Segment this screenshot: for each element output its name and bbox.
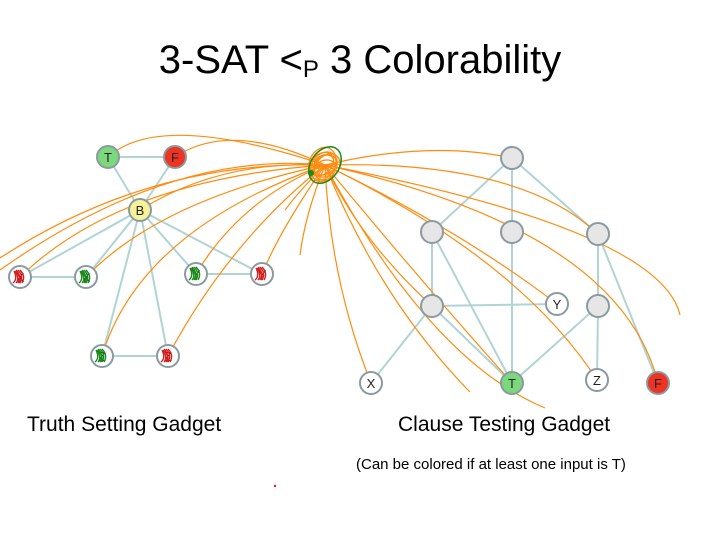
ink-hub-dot xyxy=(308,170,314,176)
ink-hub-scribble xyxy=(313,154,337,176)
ink-curve xyxy=(167,164,326,357)
ink-node-scribble xyxy=(257,266,267,281)
graph-edge-c_ll-c_y xyxy=(431,303,558,307)
title-main: 3-SAT < xyxy=(158,38,303,82)
ink-node-scribbles xyxy=(12,266,267,363)
graph-edge-b-zbar xyxy=(139,209,169,357)
graph-node-c_rr xyxy=(586,294,610,318)
ink-node-scribble xyxy=(191,266,201,281)
ink-curve xyxy=(0,164,326,259)
graph-node-c_f: F xyxy=(646,371,670,395)
ink-curve xyxy=(324,164,598,381)
ink-hub-scribble xyxy=(313,159,336,178)
graph-node-b: B xyxy=(128,198,152,222)
ink-node-scribble xyxy=(15,269,25,284)
graph-edge-b-ybar xyxy=(139,209,263,275)
graph-edge-c_ll-c_x xyxy=(370,305,433,384)
graph-node-c_y: Y xyxy=(545,292,569,316)
graph-edge-c_l-c_t xyxy=(431,231,513,384)
ink-curve xyxy=(85,164,326,278)
truth-gadget-caption: Truth Setting Gadget xyxy=(27,413,222,436)
graph-node-circle xyxy=(163,145,187,169)
ink-curve xyxy=(0,162,326,271)
ink-curve xyxy=(324,164,513,384)
graph-edge-c_r-c_f xyxy=(597,233,659,384)
graph-edge-b-xbar xyxy=(85,209,141,278)
title-subscript: P xyxy=(302,56,319,83)
graph-node-circle xyxy=(96,145,120,169)
ink-hub-circle xyxy=(308,146,342,184)
ink-node-scribble xyxy=(14,269,23,284)
ink-node-scribble xyxy=(163,348,173,363)
graph-node-circle xyxy=(646,371,670,395)
graph-node-label: Y xyxy=(553,297,562,312)
graph-node-t: T xyxy=(96,145,120,169)
graph-edge-c_top-c_l xyxy=(431,157,513,233)
ink-node-scribble xyxy=(81,269,91,284)
graph-edge-b-y xyxy=(139,209,197,275)
ink-curve xyxy=(101,164,326,357)
graph-node-label: T xyxy=(508,376,516,391)
graph-edge-b-z xyxy=(101,209,141,357)
graph-node-circle xyxy=(420,294,444,318)
graph-node-label: B xyxy=(136,203,145,218)
ink-node-scribble xyxy=(97,348,107,363)
ink-node-scribble xyxy=(256,266,265,281)
ink-curve xyxy=(324,164,599,235)
ink-node-scribble xyxy=(190,266,199,281)
ink-curve xyxy=(324,164,471,393)
clause-gadget-caption: Clause Testing Gadget xyxy=(398,413,611,436)
ink-stray-dot xyxy=(273,484,277,488)
graph-node-circle xyxy=(500,371,524,395)
ink-curve xyxy=(195,164,326,275)
ink-hub-scribble xyxy=(313,154,335,171)
ink-curve xyxy=(324,164,433,307)
graph-node-circle xyxy=(545,292,569,316)
ink-curve xyxy=(324,164,659,384)
graph-node-circle xyxy=(420,220,444,244)
graph-node-c_m xyxy=(500,220,524,244)
graph-node-label: F xyxy=(171,150,179,165)
graph-edge-b-x xyxy=(19,209,141,278)
graph-node-label: Z xyxy=(593,373,601,388)
title-tail: 3 Colorability xyxy=(318,38,562,82)
ink-curve xyxy=(324,164,558,305)
ink-curve xyxy=(324,164,681,316)
graph-edge-c_rr-c_z xyxy=(596,305,599,381)
clause-gadget-note: (Can be colored if at least one input is… xyxy=(356,456,626,473)
graph-node-c_z: Z xyxy=(585,368,609,392)
ink-curve xyxy=(324,149,513,166)
ink-node-scribble xyxy=(162,348,171,363)
ink-curve xyxy=(174,139,326,166)
graph-node-circle xyxy=(500,220,524,244)
graph-edge-c_rr-c_t xyxy=(511,305,599,384)
graph-node-c_ll xyxy=(420,294,444,318)
ink-curve xyxy=(261,164,326,275)
slide-title: 3-SAT <P 3 Colorability xyxy=(0,38,720,83)
graph-node-f: F xyxy=(163,145,187,169)
graph-node-c_x: X xyxy=(359,371,383,395)
graph-node-circle xyxy=(586,294,610,318)
graph-node-label: X xyxy=(367,376,376,391)
graph-node-circle xyxy=(128,198,152,222)
graph-edges xyxy=(19,156,659,384)
graph-node-c_r xyxy=(586,222,610,246)
graph-node-label: T xyxy=(104,150,112,165)
ink-node-scribble xyxy=(80,269,89,284)
graph-node-circle xyxy=(500,146,524,170)
graph-edge-c_ll-c_t xyxy=(431,305,513,384)
graph-node-c_top xyxy=(500,146,524,170)
graph-node-c_t: T xyxy=(500,371,524,395)
ink-curve xyxy=(107,134,326,166)
ink-curve xyxy=(324,164,372,384)
graph-node-circle xyxy=(359,371,383,395)
graph-node-c_l xyxy=(420,220,444,244)
graph-node-label: F xyxy=(654,376,662,391)
graph-node-circle xyxy=(585,368,609,392)
graph-node-circle xyxy=(586,222,610,246)
ink-node-scribble xyxy=(96,348,105,363)
